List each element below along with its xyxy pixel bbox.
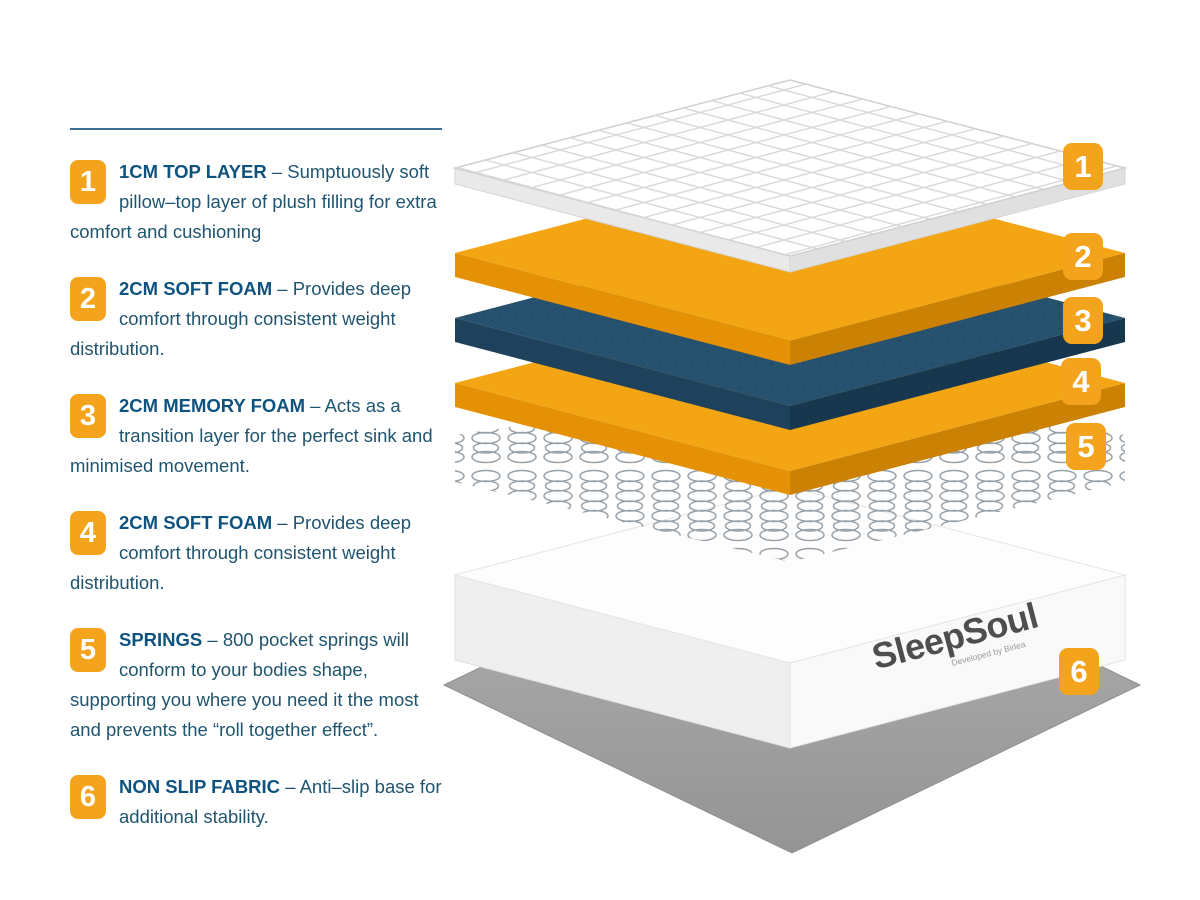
step-title-1: 1CM TOP LAYER: [119, 161, 267, 182]
step-text-2: 2CM SOFT FOAM – Provides deep comfort th…: [70, 274, 442, 364]
step-desc-6: – Anti–slip base for additional stabilit…: [119, 776, 442, 827]
quilted-top-layer: [452, 79, 1128, 273]
step-number-badge-1: 1: [70, 160, 106, 204]
step-item-4: 4 2CM SOFT FOAM – Provides deep comfort …: [70, 508, 442, 598]
mattress-base-box: SleepSoul Developed by Birlea: [453, 486, 1127, 749]
diagram-number-badge-2: 2: [1063, 233, 1103, 280]
step-desc-2: – Provides deep comfort through consiste…: [70, 278, 411, 359]
step-title-5: SPRINGS: [119, 629, 203, 650]
diagram-number-badge-5: 5: [1066, 423, 1106, 470]
step-title-4: 2CM SOFT FOAM: [119, 512, 273, 533]
step-text-3: 2CM MEMORY FOAM – Acts as a transition l…: [70, 391, 442, 481]
step-text-6: NON SLIP FABRIC – Anti–slip base for add…: [70, 772, 442, 832]
step-number-badge-6: 6: [70, 775, 106, 819]
step-title-6: NON SLIP FABRIC: [119, 776, 281, 797]
step-text-4: 2CM SOFT FOAM – Provides deep comfort th…: [70, 508, 442, 598]
step-item-2: 2 2CM SOFT FOAM – Provides deep comfort …: [70, 274, 442, 364]
step-item-1: 1 1CM TOP LAYER – Sumptuously soft pillo…: [70, 157, 442, 247]
step-number-badge-2: 2: [70, 277, 106, 321]
diagram-number-badge-1: 1: [1063, 143, 1103, 190]
step-title-2: 2CM SOFT FOAM: [119, 278, 273, 299]
layer-descriptions-panel: 1 1CM TOP LAYER – Sumptuously soft pillo…: [70, 128, 442, 832]
step-number-badge-5: 5: [70, 628, 106, 672]
diagram-number-badge-3: 3: [1063, 297, 1103, 344]
step-title-3: 2CM MEMORY FOAM: [119, 395, 306, 416]
step-item-6: 6 NON SLIP FABRIC – Anti–slip base for a…: [70, 772, 442, 832]
step-desc-5: – 800 pocket springs will conform to you…: [70, 629, 419, 740]
step-text-1: 1CM TOP LAYER – Sumptuously soft pillow–…: [70, 157, 442, 247]
step-number-badge-4: 4: [70, 511, 106, 555]
step-item-3: 3 2CM MEMORY FOAM – Acts as a transition…: [70, 391, 442, 481]
step-desc-3: – Acts as a transition layer for the per…: [70, 395, 433, 476]
step-text-5: SPRINGS – 800 pocket springs will confor…: [70, 625, 442, 745]
step-number-badge-3: 3: [70, 394, 106, 438]
diagram-number-badge-4: 4: [1061, 358, 1101, 405]
step-desc-1: – Sumptuously soft pillow–top layer of p…: [70, 161, 437, 242]
step-desc-4: – Provides deep comfort through consiste…: [70, 512, 411, 593]
diagram-number-badge-6: 6: [1059, 648, 1099, 695]
step-item-5: 5 SPRINGS – 800 pocket springs will conf…: [70, 625, 442, 745]
